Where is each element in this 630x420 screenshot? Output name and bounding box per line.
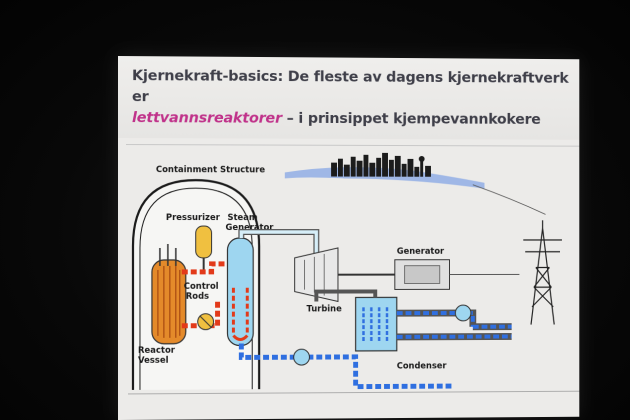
primary-pump — [198, 314, 214, 330]
control-rods-label-2: Rods — [186, 292, 209, 302]
generator-label: Generator — [397, 247, 445, 257]
steam-generator — [227, 238, 253, 346]
reactor-vessel-label-1: Reactor — [138, 346, 176, 356]
presentation-slide: Kjernekraft-basics: De fleste av dagens … — [118, 56, 580, 420]
transmission-tower-icon — [523, 220, 562, 324]
steam-generator-label-1: Steam — [227, 213, 257, 223]
generator — [395, 260, 450, 290]
containment-label: Containment Structure — [156, 165, 265, 175]
turbine-label: Turbine — [306, 304, 342, 314]
title-line2-rest: – i prinsippet kjempevannkokere — [281, 110, 541, 128]
slide-title: Kjernekraft-basics: De fleste av dagens … — [132, 66, 574, 131]
reactor-vessel — [151, 244, 187, 346]
steam-generator-label-2: Generator — [225, 223, 274, 233]
condenser-label: Condenser — [397, 361, 448, 371]
feed-pump — [294, 349, 310, 365]
cooling-pump — [455, 305, 471, 321]
pwr-diagram: Containment Structure Pressurizer Steam … — [118, 152, 579, 418]
city-skyline-icon — [284, 152, 485, 189]
pressurizer-label: Pressurizer — [166, 213, 221, 223]
control-rods-label-1: Control — [184, 282, 219, 292]
reactor-vessel-label-2: Vessel — [138, 356, 169, 366]
title-highlight: lettvannsreaktorer — [131, 110, 282, 127]
title-area: Kjernekraft-basics: De fleste av dagens … — [118, 56, 580, 140]
pressurizer — [195, 226, 213, 271]
condenser — [356, 297, 397, 351]
title-divider — [125, 144, 580, 147]
turbine — [295, 248, 395, 302]
title-line1: Kjernekraft-basics: De fleste av dagens … — [131, 68, 569, 106]
